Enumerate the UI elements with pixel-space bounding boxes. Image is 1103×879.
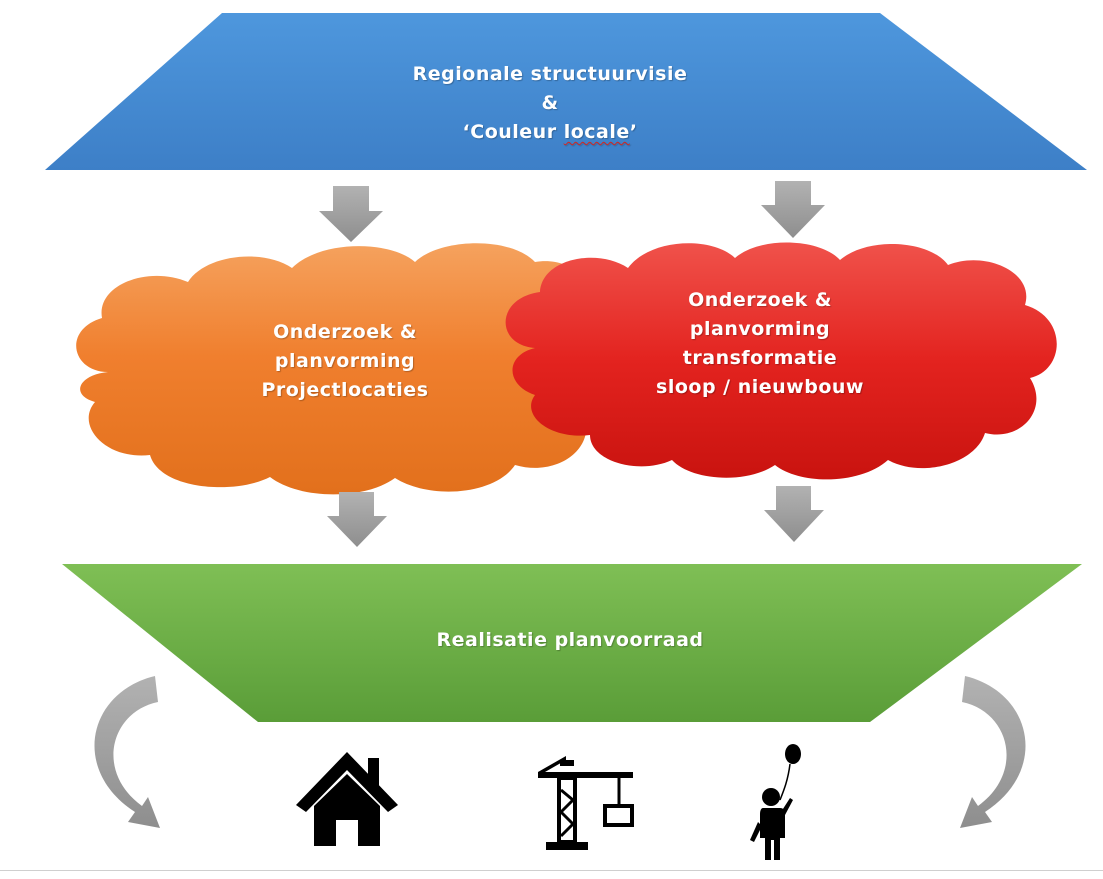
top-block-line-1: Regionale structuurvisie <box>412 63 688 85</box>
cloud-right-label: Onderzoek & planvorming transformatie sl… <box>605 286 915 402</box>
red-cloud <box>505 242 1057 480</box>
top-block-line-3: ‘Couleur locale’ <box>360 118 740 147</box>
house-icon <box>296 752 398 846</box>
down-arrow-left-lower <box>327 492 387 547</box>
bottom-trapezoid-block <box>62 564 1082 722</box>
top-block-line-3-suffix: ’ <box>629 121 638 143</box>
down-arrow-right-upper <box>761 181 825 238</box>
construction-crane-icon <box>538 756 634 850</box>
cloud-left-line-1: Onderzoek & <box>273 321 417 343</box>
bottom-divider <box>0 870 1103 871</box>
top-block-label: Regionale structuurvisie & ‘Couleur loca… <box>360 60 740 147</box>
down-arrow-left-upper <box>319 186 383 242</box>
cloud-right-line-2: planvorming <box>689 318 831 340</box>
bottom-block-text: Realisatie planvoorraad <box>436 629 704 651</box>
cloud-left-label: Onderzoek & planvorming Projectlocaties <box>190 318 500 405</box>
cloud-right-line-1: Onderzoek & <box>688 289 832 311</box>
cloud-right-line-3: transformatie <box>682 347 838 369</box>
cloud-left-line-2: planvorming <box>274 350 416 372</box>
top-trapezoid-block <box>45 13 1087 170</box>
orange-cloud <box>76 243 609 495</box>
top-block-line-3-underlined: locale <box>563 121 630 143</box>
child-with-balloon-icon <box>750 744 801 860</box>
top-block-line-2: & <box>541 92 559 114</box>
cloud-right-line-4: sloop / nieuwbouw <box>656 376 864 398</box>
top-block-line-3-prefix: ‘Couleur <box>462 121 564 143</box>
down-arrow-right-lower <box>764 486 824 542</box>
cloud-left-line-3: Projectlocaties <box>261 379 429 401</box>
curved-arrow-left-icon <box>94 676 160 828</box>
bottom-block-label: Realisatie planvoorraad <box>380 626 760 655</box>
curved-arrow-right-icon <box>960 676 1026 828</box>
